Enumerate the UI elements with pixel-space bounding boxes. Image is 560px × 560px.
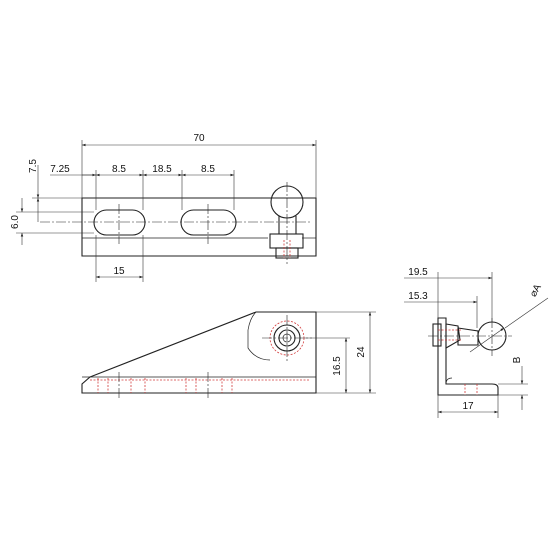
front-view: 24 16.5	[81, 311, 376, 398]
dim-slot-height: 6.0	[10, 215, 21, 229]
dim-ball-diameter: ⌀A	[528, 282, 544, 299]
slot-1	[93, 209, 146, 236]
dim-slot2-width: 8.5	[201, 164, 215, 175]
dim-ball-center-height: 16.5	[332, 356, 343, 376]
dim-ball-center-offset: 19.5	[408, 267, 428, 278]
dim-overall-height: 24	[356, 346, 367, 358]
side-view: ⌀A 19.5 15.3 B 17	[404, 267, 549, 418]
dim-offset-left: 7.25	[50, 164, 70, 175]
dim-slot1-width: 8.5	[112, 164, 126, 175]
dim-plate-thickness: B	[512, 356, 523, 363]
ball-stud-front	[262, 315, 312, 362]
dim-mount-offset: 15.3	[408, 291, 428, 302]
dim-vertical-offset: 7.5	[28, 159, 39, 173]
top-view: 70 7.25 8.5 18.5 8.5 7.5 6.0 15	[10, 133, 317, 282]
dim-slot1-center: 15	[113, 266, 125, 277]
ball-stud-top	[269, 182, 304, 264]
slot-2	[180, 209, 237, 236]
dim-base-width: 17	[462, 401, 474, 412]
dim-slot-spacing: 18.5	[152, 164, 172, 175]
dim-overall-length: 70	[193, 133, 205, 144]
